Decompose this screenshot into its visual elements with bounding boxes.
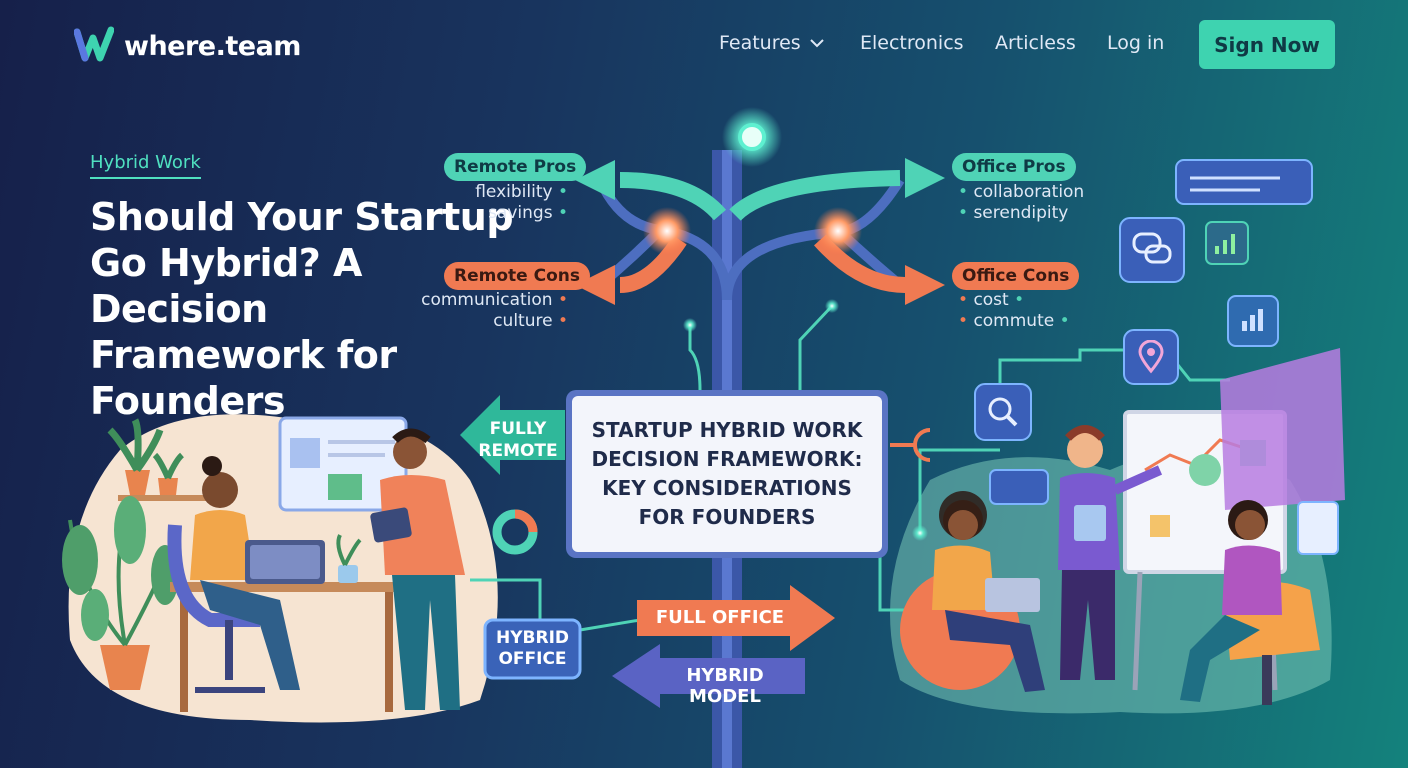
- full-office-label: FULL OFFICE: [655, 607, 785, 628]
- signup-button[interactable]: Sign Now: [1199, 20, 1335, 69]
- office-cons-list: cost commute: [958, 290, 1070, 332]
- nav-articles[interactable]: Articless: [995, 32, 1076, 54]
- office-cons-label: Office Cons: [952, 262, 1080, 290]
- title-line: Founders: [90, 379, 285, 423]
- chat-bubbles-icon: [1130, 228, 1174, 276]
- office-pros-label: Office Pros: [952, 153, 1076, 181]
- remote-cons-label: Remote Cons: [444, 262, 590, 290]
- title-line: Go Hybrid? A Decision: [90, 241, 362, 331]
- list-item: commute: [958, 311, 1070, 332]
- nav-features[interactable]: Features: [719, 32, 825, 54]
- magnifier-icon: [985, 394, 1021, 434]
- remote-pros-list: flexibility savings: [475, 182, 568, 224]
- sign-line: DECISION FRAMEWORK:: [591, 447, 863, 471]
- list-item: communication: [421, 290, 568, 311]
- chart-growth-icon: [1211, 228, 1243, 262]
- brand-logo[interactable]: where.team: [73, 26, 301, 66]
- location-pin-icon: [1136, 339, 1166, 378]
- page-title: Should Your Startup Go Hybrid? A Decisio…: [90, 194, 530, 424]
- list-item: culture: [421, 311, 568, 332]
- office-pros-list: collaboration serendipity: [958, 182, 1084, 224]
- bar-chart-icon: [1236, 303, 1270, 341]
- label-line: FULLY: [489, 419, 547, 439]
- label-line: HYBRID: [495, 628, 570, 648]
- remote-cons-list: communication culture: [421, 290, 568, 332]
- sign-line: STARTUP HYBRID WORK: [591, 418, 863, 442]
- list-item: savings: [475, 203, 568, 224]
- nav-electronics[interactable]: Electronics: [860, 32, 964, 54]
- nav-login[interactable]: Log in: [1107, 32, 1165, 54]
- category-tag[interactable]: Hybrid Work: [90, 152, 201, 179]
- hybrid-office-label: HYBRID OFFICE: [485, 628, 580, 670]
- fully-remote-label: FULLY REMOTE: [478, 418, 558, 462]
- sign-line: KEY CONSIDERATIONS: [602, 476, 852, 500]
- nav-features-label: Features: [719, 32, 801, 54]
- list-item: cost: [958, 290, 1070, 311]
- title-line: Should Your Startup: [90, 195, 514, 239]
- sign-line: FOR FOUNDERS: [638, 505, 816, 529]
- label-line: OFFICE: [498, 649, 567, 669]
- brand-name: where.team: [124, 30, 301, 62]
- hybrid-model-label: HYBRID MODEL: [686, 665, 764, 707]
- list-item: serendipity: [958, 203, 1084, 224]
- w-logo-icon: [73, 26, 115, 66]
- title-line: Framework for: [90, 333, 397, 377]
- chevron-down-icon: [809, 32, 825, 54]
- list-item: collaboration: [958, 182, 1084, 203]
- label-line: REMOTE: [478, 441, 558, 461]
- framework-sign: STARTUP HYBRID WORK DECISION FRAMEWORK: …: [566, 390, 888, 558]
- list-item: flexibility: [475, 182, 568, 203]
- remote-pros-label: Remote Pros: [444, 153, 587, 181]
